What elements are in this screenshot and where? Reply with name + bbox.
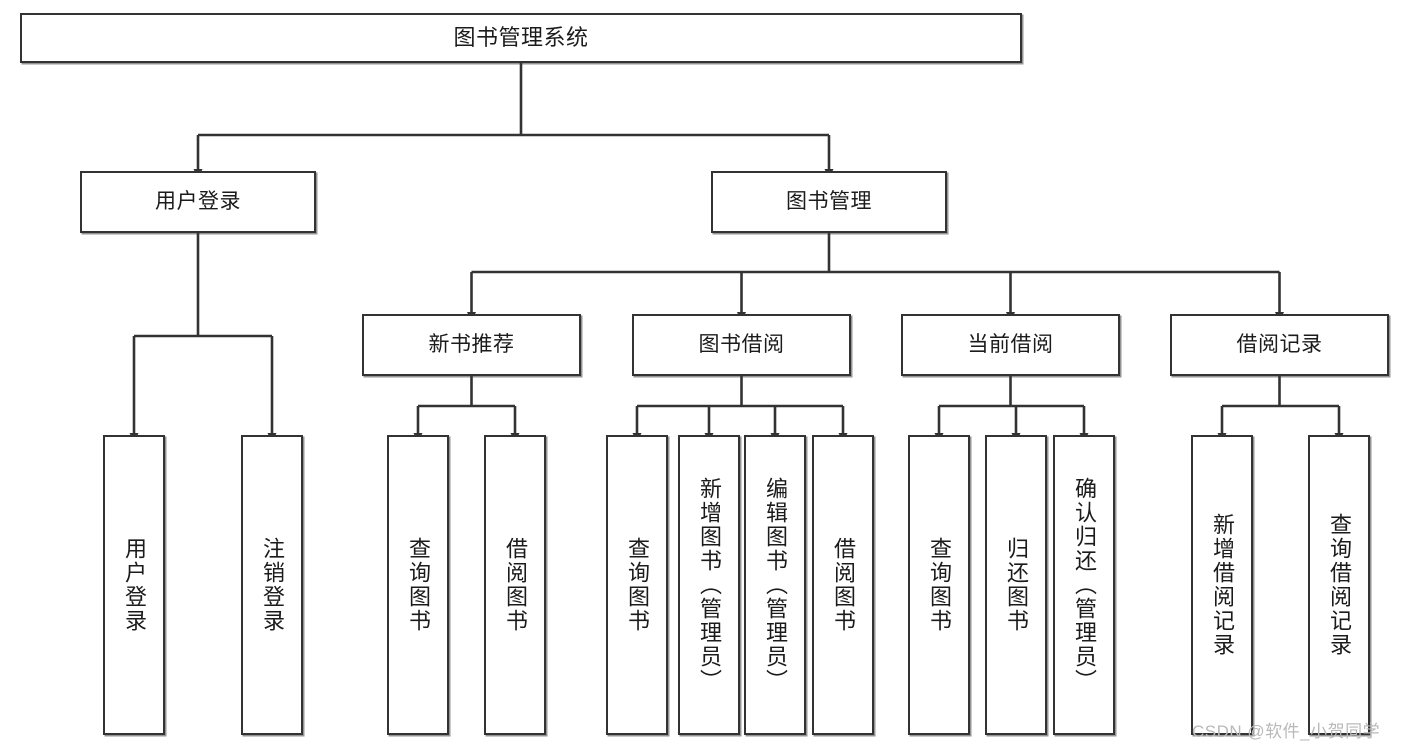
- node-leaf-cu-ret[interactable]: 归还图书: [985, 435, 1047, 735]
- node-leaf-bo-add[interactable]: 新增图书（管理员）: [678, 435, 740, 735]
- node-label: 图书借阅: [698, 333, 785, 357]
- node-leaf-cu-q[interactable]: 查询图书: [908, 435, 970, 735]
- node-leaf-login[interactable]: 用户登录: [103, 435, 165, 735]
- node-label: 编辑图书（管理员）: [762, 477, 788, 693]
- node-label: 用户登录: [121, 537, 147, 633]
- node-newbook[interactable]: 新书推荐: [362, 314, 581, 376]
- node-label: 图书管理系统: [453, 24, 589, 50]
- node-leaf-logout[interactable]: 注销登录: [241, 435, 303, 735]
- node-leaf-re-q[interactable]: 查询借阅记录: [1308, 435, 1370, 735]
- node-records[interactable]: 借阅记录: [1170, 314, 1389, 376]
- node-label: 新增图书（管理员）: [696, 477, 722, 693]
- watermark: CSDN @软件_小贺同学: [1192, 722, 1381, 741]
- node-label: 新增借阅记录: [1209, 513, 1235, 657]
- node-leaf-cu-conf[interactable]: 确认归还（管理员）: [1053, 435, 1115, 735]
- node-label: 当前借阅: [967, 333, 1054, 357]
- node-label: 借阅记录: [1236, 333, 1323, 357]
- node-label: 查询借阅记录: [1326, 513, 1352, 657]
- node-label: 新书推荐: [428, 333, 515, 357]
- node-label: 确认归还（管理员）: [1071, 477, 1097, 693]
- node-label: 查询图书: [405, 537, 431, 633]
- node-leaf-bo-q[interactable]: 查询图书: [606, 435, 668, 735]
- node-label: 查询图书: [624, 537, 650, 633]
- node-login[interactable]: 用户登录: [80, 171, 316, 233]
- node-label: 借阅图书: [830, 537, 856, 633]
- node-label: 用户登录: [155, 190, 241, 214]
- node-root[interactable]: 图书管理系统: [20, 13, 1022, 63]
- node-label: 借阅图书: [502, 537, 528, 633]
- node-label: 注销登录: [259, 537, 285, 633]
- connector-lines: [129, 63, 1344, 443]
- node-leaf-nb-q[interactable]: 查询图书: [387, 435, 449, 735]
- node-label: 归还图书: [1003, 537, 1029, 633]
- node-label: 查询图书: [926, 537, 952, 633]
- node-borrow[interactable]: 图书借阅: [632, 314, 851, 376]
- node-label: 图书管理: [786, 190, 872, 214]
- node-leaf-bo-b[interactable]: 借阅图书: [812, 435, 874, 735]
- node-leaf-bo-edit[interactable]: 编辑图书（管理员）: [744, 435, 806, 735]
- node-current[interactable]: 当前借阅: [901, 314, 1120, 376]
- node-leaf-nb-b[interactable]: 借阅图书: [484, 435, 546, 735]
- node-leaf-re-add[interactable]: 新增借阅记录: [1191, 435, 1253, 735]
- node-bookmgmt[interactable]: 图书管理: [711, 171, 947, 233]
